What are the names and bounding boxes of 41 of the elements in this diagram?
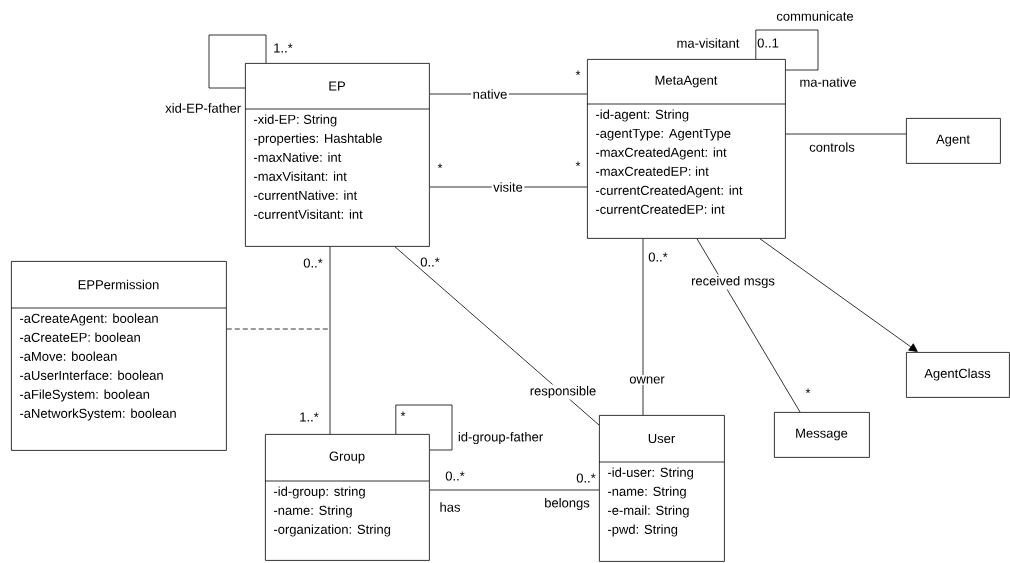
association-line [696,238,801,413]
multiplicity-label: 0..1 [757,38,779,48]
class-box: AgentClass [906,352,1010,398]
edge-label: controls [807,140,857,154]
association-line [755,29,819,71]
multiplicity-label: * [400,411,406,417]
multiplicity-label: 0..* [576,473,596,483]
multiplicity-label: 0..* [303,258,323,268]
edge-label: native [471,87,509,101]
edge-label: owner [627,374,667,386]
multiplicity-label: * [805,388,811,394]
edge-label: id-group-father [456,430,545,446]
edge-label: received msgs [689,274,777,290]
association-line [785,133,907,135]
class-box: Group -id-group: string -name: String -organization: String [264,434,430,561]
edge-label: responsible [528,384,598,400]
multiplicity-label: 1..* [274,43,293,53]
association-line [395,404,453,451]
multiplicity-label: 0..* [420,257,440,267]
association-line [642,238,644,416]
multiplicity-label: 0..* [648,252,668,262]
association-line [429,489,600,491]
edge-label: xid-EP-father [163,101,243,115]
association-line [208,34,267,89]
role-label: ma-native [800,77,856,87]
class-box: EP -xid-EP: String -properties: Hashtable -maxNative: int -maxVisitant: int -currentNative: int -currentVisitant: int [244,63,430,247]
generalization-arrow [759,238,918,352]
class-box: MetaAgent -id-agent: String -agentType: AgentType -maxCreatedAgent: int -maxCreatedEP: int -currentCreatedAgent: int -currentCreatedEP: int [586,59,786,239]
class-box: User -id-user: String -name: String -e-mail: String -pwd: String [598,415,725,562]
edge-label: communicate [774,9,856,23]
class-box: Message [774,412,870,458]
association-line [429,186,588,188]
association-line [394,246,600,426]
class-box: EPPermission -aCreateAgent: boolean -aCreateEP: boolean -aMove: boolean -aUserInterface: boolean -aFileSystem: boolean -aNetworkSystem: boolean [10,261,227,451]
edge-label: visite [491,180,525,194]
multiplicity-label: 0..* [445,471,465,481]
multiplicity-label: 1..* [300,412,319,422]
role-label: belongs [545,497,590,511]
class-box: Agent [906,118,1001,164]
association-line [329,246,331,435]
role-label: has [440,502,460,512]
